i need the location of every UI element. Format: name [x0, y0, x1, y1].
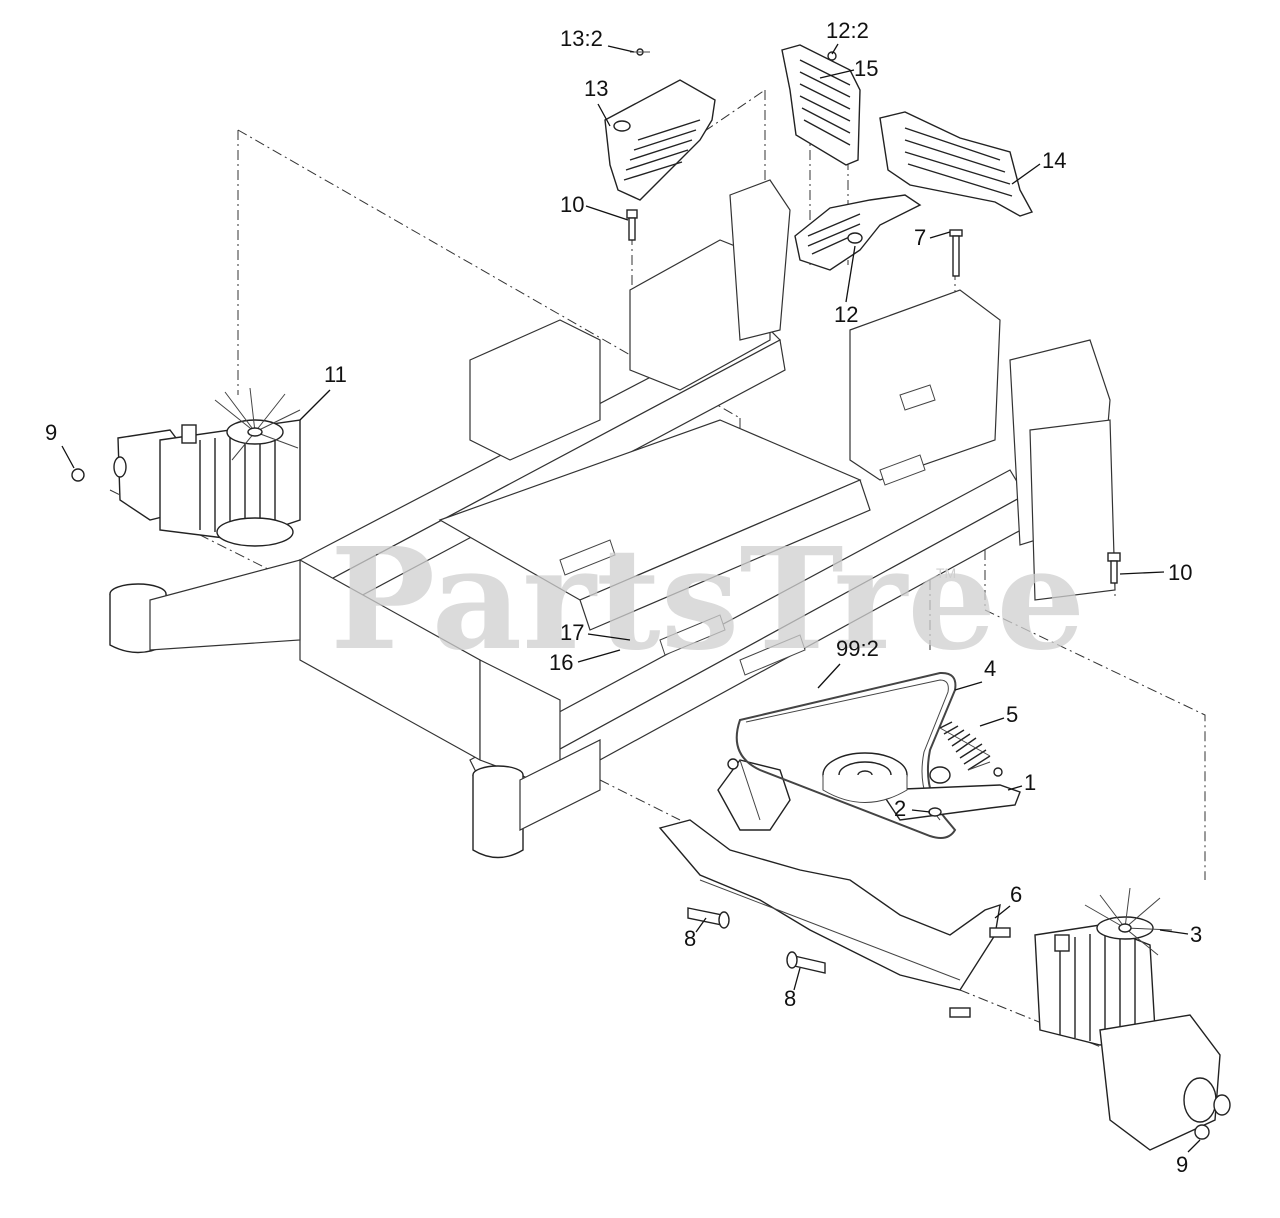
callout-12: 12 — [834, 302, 858, 327]
callout-3: 3 — [1190, 922, 1202, 947]
watermark: PartsTree TM — [330, 518, 1085, 682]
part-6-bracket — [658, 758, 1011, 1018]
callout-10-right: 10 — [1168, 560, 1192, 585]
callout-9-left: 9 — [45, 420, 57, 445]
part-8-pin-left — [687, 907, 730, 929]
callout-11: 11 — [324, 362, 347, 387]
part-5-spring — [939, 721, 1003, 777]
callout-7: 7 — [914, 225, 926, 250]
part-12-seat-pan — [794, 194, 922, 271]
callout-99-2: 99:2 — [836, 636, 879, 661]
chassis-frame — [109, 179, 1116, 859]
callout-13: 13 — [584, 76, 608, 101]
part-10-bolt-right — [1107, 552, 1121, 584]
callout-1: 1 — [1024, 770, 1036, 795]
callout-15: 15 — [854, 56, 878, 81]
part-13-cover — [604, 48, 716, 201]
part-8-pin-right — [786, 951, 826, 974]
callout-13-2: 13:2 — [560, 26, 603, 51]
callout-12-2: 12:2 — [826, 18, 869, 43]
watermark-text: PartsTree — [330, 518, 1085, 682]
watermark-tm: TM — [936, 565, 956, 581]
callout-5: 5 — [1006, 702, 1018, 727]
part-3-transmission-right — [1034, 887, 1231, 1151]
part-1-idler-arm — [822, 752, 1021, 821]
callout-8-right: 8 — [784, 986, 796, 1011]
bolts — [626, 209, 1121, 974]
callout-16: 16 — [549, 650, 573, 675]
callout-14: 14 — [1042, 148, 1066, 173]
callout-6: 6 — [1010, 882, 1022, 907]
callout-2: 2 — [894, 796, 906, 821]
callout-17: 17 — [560, 620, 584, 645]
callout-8-left: 8 — [684, 926, 696, 951]
callout-9-right: 9 — [1176, 1152, 1188, 1177]
callout-4: 4 — [984, 656, 996, 681]
part-11-transmission-left — [71, 387, 301, 547]
callout-10-top: 10 — [560, 192, 584, 217]
part-15-grille — [781, 44, 861, 166]
callouts: 13:2 12:2 15 13 14 10 7 12 11 9 10 17 16… — [45, 18, 1202, 1177]
part-10-bolt-top — [626, 209, 638, 241]
part-7-bolt — [949, 229, 963, 277]
part-14-side-panel — [879, 111, 1034, 217]
